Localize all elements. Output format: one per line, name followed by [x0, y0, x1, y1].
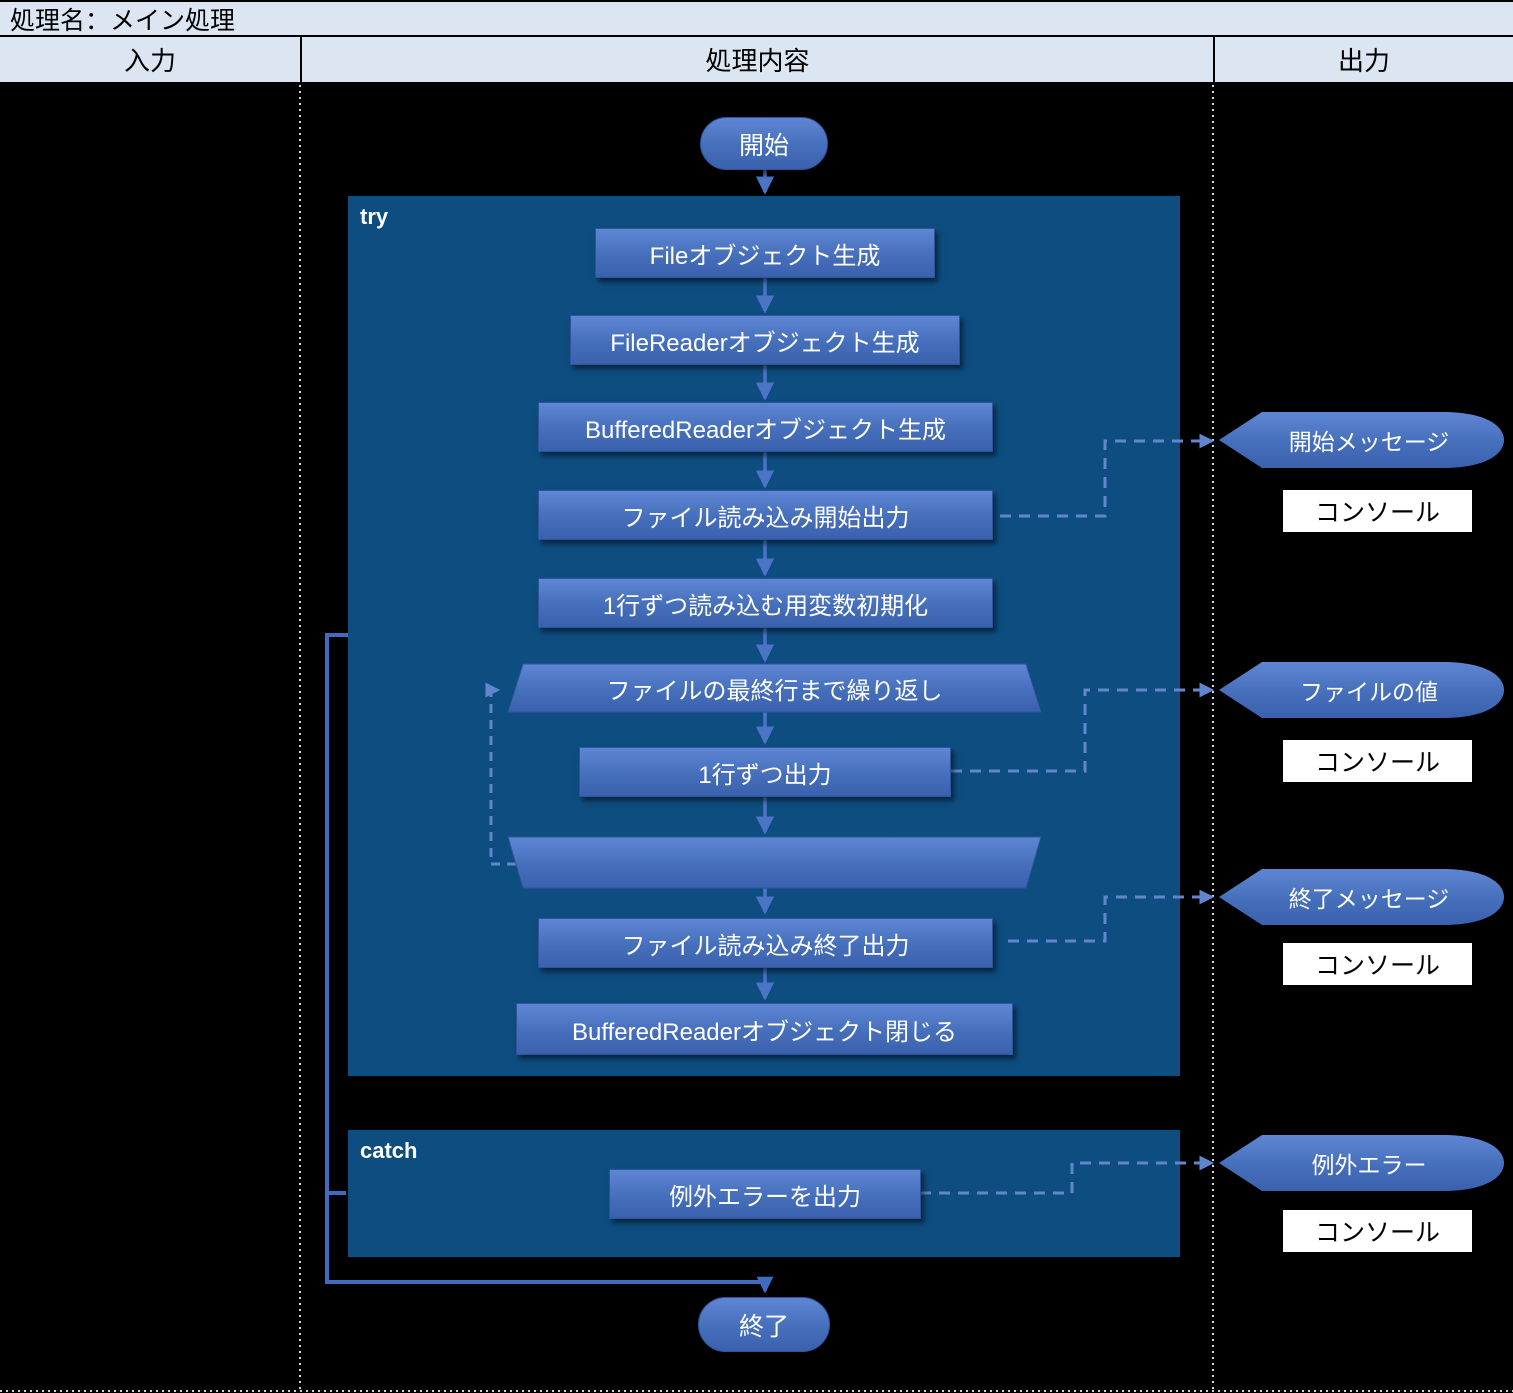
output-label-file-value: ファイルの値: [1300, 679, 1438, 705]
connector-end-message: [1008, 889, 1215, 943]
end-terminator: 終了: [698, 1297, 830, 1352]
step-close-buffered-reader: BufferedReaderオブジェクト閉じる: [516, 1003, 1013, 1055]
loop-end-shape: [507, 836, 1042, 889]
bracket-to-end: [325, 633, 774, 1294]
output-label-start-message: 開始メッセージ: [1288, 429, 1450, 455]
process-title: 処理名：メイン処理: [10, 6, 236, 35]
output-label-exception: 例外エラー: [1311, 1152, 1427, 1178]
loop-back-connector: [485, 682, 516, 866]
connector-start-message: [1000, 433, 1215, 518]
console-box-1: コンソール: [1283, 490, 1472, 532]
start-terminator: 開始: [700, 117, 828, 170]
step-create-file-reader: FileReaderオブジェクト生成: [570, 315, 960, 365]
step-create-file: Fileオブジェクト生成: [595, 228, 935, 278]
step-create-buffered-reader: BufferedReaderオブジェクト生成: [538, 402, 993, 452]
column-header-process: 処理内容: [300, 37, 1213, 82]
loop-start-label: ファイルの最終行まで繰り返し: [606, 677, 943, 705]
step-init-line-variable: 1行ずつ読み込む用変数初期化: [538, 578, 993, 628]
console-box-4: コンソール: [1283, 1210, 1472, 1252]
connector-file-value: [951, 682, 1215, 773]
display-shape-end-message: [1219, 869, 1504, 925]
console-box-3: コンソール: [1283, 943, 1472, 985]
column-header-output: 出力: [1213, 37, 1513, 82]
column-header-row: 入力 処理内容 出力: [0, 37, 1513, 85]
loop-start-shape: [507, 663, 1042, 713]
process-title-row: 処理名：メイン処理: [0, 0, 1513, 37]
output-label-end-message: 終了メッセージ: [1288, 886, 1450, 912]
step-print-line: 1行ずつ出力: [579, 747, 951, 797]
step-print-exception: 例外エラーを出力: [609, 1169, 921, 1219]
try-label: try: [360, 204, 389, 229]
step-print-read-start: ファイル読み込み開始出力: [538, 490, 993, 540]
catch-label: catch: [360, 1138, 418, 1163]
step-print-read-end: ファイル読み込み終了出力: [538, 918, 993, 968]
display-shape-file-value: [1219, 662, 1504, 718]
display-shape-start-message: [1219, 412, 1504, 468]
display-shape-exception: [1219, 1135, 1504, 1191]
console-box-2: コンソール: [1283, 740, 1472, 782]
column-header-input: 入力: [123, 46, 176, 76]
connector-exception: [920, 1155, 1215, 1195]
